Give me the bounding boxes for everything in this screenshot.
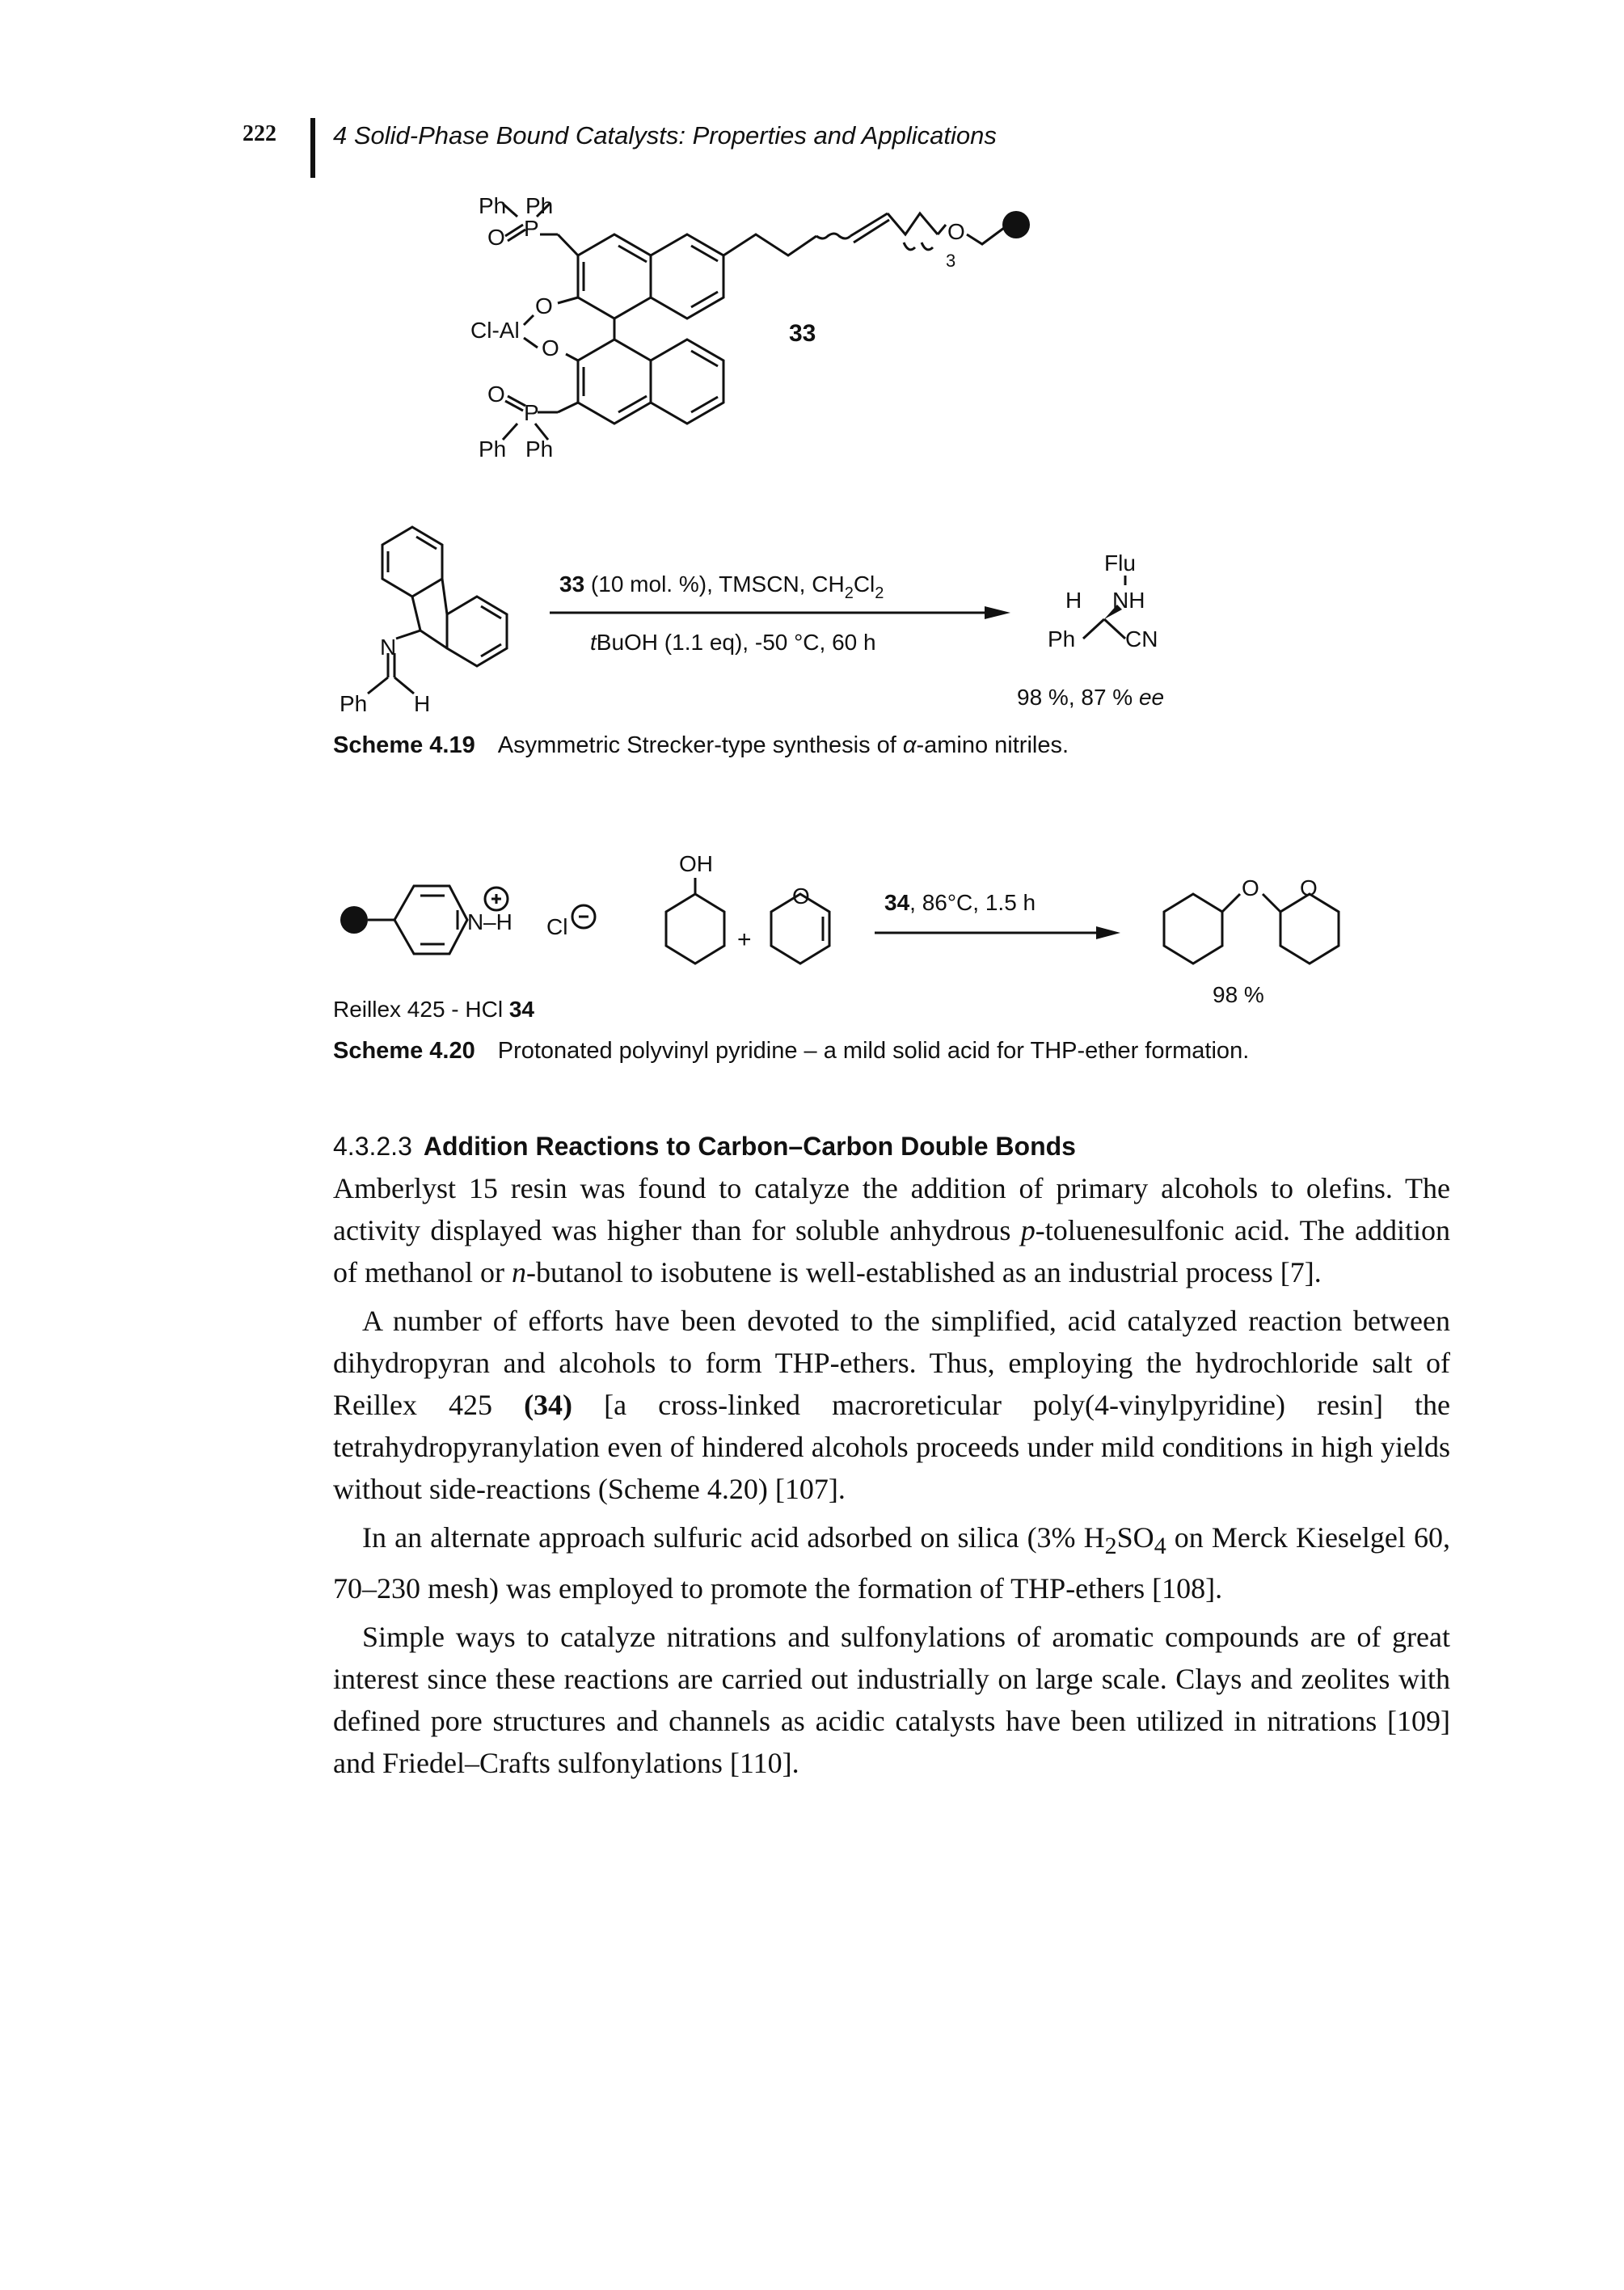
oh-label: OH bbox=[679, 851, 713, 876]
flu-label: Flu bbox=[1104, 550, 1136, 576]
chloride-label: Cl bbox=[546, 914, 567, 939]
conditions-top: 33 (10 mol. %), TMSCN, CH2Cl2 bbox=[559, 571, 884, 602]
arrow-head-icon bbox=[1096, 926, 1120, 939]
amino-nitrile-structure bbox=[1082, 576, 1127, 640]
paragraph: In an alternate approach sulfuric acid a… bbox=[333, 1521, 1450, 1605]
n-label: N bbox=[467, 909, 483, 934]
p-label: P bbox=[524, 216, 539, 241]
fluorenyl-imine-structure bbox=[367, 525, 508, 695]
ph-label: Ph bbox=[1048, 626, 1075, 652]
paragraph: Amberlyst 15 resin was found to catalyze… bbox=[333, 1172, 1450, 1288]
cl-al-label: Cl-Al bbox=[470, 318, 520, 343]
o-label: O bbox=[487, 382, 505, 407]
h-label: H bbox=[1065, 588, 1082, 613]
conditions-bottom: tBuOH (1.1 eq), -50 °C, 60 h bbox=[590, 630, 876, 655]
resin-bead-icon bbox=[1002, 211, 1030, 238]
ph-label: Ph bbox=[340, 691, 367, 716]
arrow-head-icon bbox=[985, 606, 1010, 619]
o-label: O bbox=[792, 884, 810, 909]
body-text: Amberlyst 15 resin was found to catalyze… bbox=[333, 1167, 1450, 1790]
nh-label: NH bbox=[1112, 588, 1145, 613]
page-number: 222 bbox=[243, 121, 276, 146]
resin-label: Reillex 425 - HCl 34 bbox=[333, 997, 534, 1022]
h-label: H bbox=[414, 691, 430, 716]
catalyst-33-structure bbox=[501, 202, 1005, 441]
o-label: O bbox=[542, 335, 559, 361]
ph-label: Ph bbox=[479, 193, 506, 218]
o-label: O bbox=[535, 293, 553, 318]
ph-label: Ph bbox=[525, 193, 553, 218]
conditions-420: 34, 86°C, 1.5 h bbox=[884, 890, 1036, 915]
o-label: O bbox=[1242, 875, 1259, 900]
resin-bead-icon bbox=[340, 906, 368, 934]
o-label: O bbox=[487, 225, 505, 250]
ph-label: Ph bbox=[479, 436, 506, 462]
yield-ee: 98 %, 87 % ee bbox=[1017, 685, 1164, 710]
o-label: O bbox=[1300, 875, 1318, 900]
p-label: P bbox=[524, 400, 539, 425]
paragraph: Simple ways to catalyze nitrations and s… bbox=[333, 1621, 1450, 1780]
compound-number: 33 bbox=[789, 320, 816, 347]
yield-420: 98 % bbox=[1213, 982, 1264, 1007]
o-label: O bbox=[947, 219, 965, 244]
scheme-4-20-structures bbox=[368, 878, 1340, 965]
plus-sign: + bbox=[737, 926, 752, 953]
header-divider bbox=[310, 118, 315, 178]
paragraph: A number of efforts have been devoted to… bbox=[333, 1305, 1450, 1505]
ph-label: Ph bbox=[525, 436, 553, 462]
h-label: –H bbox=[483, 909, 513, 934]
chain-subscript: 3 bbox=[946, 251, 955, 271]
chapter-title: 4 Solid-Phase Bound Catalysts: Propertie… bbox=[333, 121, 997, 150]
cn-label: CN bbox=[1125, 626, 1158, 652]
n-label: N bbox=[380, 635, 396, 660]
